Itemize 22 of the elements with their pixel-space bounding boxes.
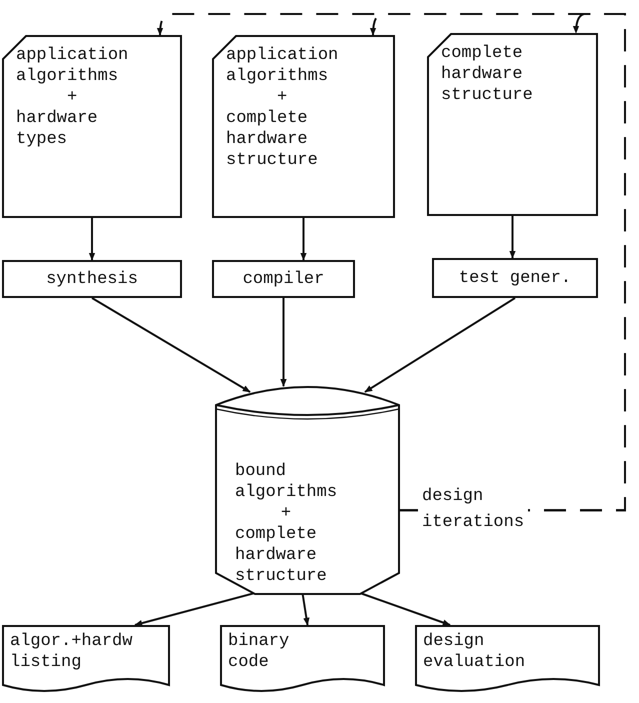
node-text: application algorithms + complete hardware structure (226, 45, 338, 171)
node-text: algor.+hardw listing (10, 631, 132, 673)
process-box (432, 258, 598, 298)
node-text: application algorithms + hardware types (16, 45, 128, 150)
node-text: design evaluation (423, 631, 526, 673)
node-text: binary code (228, 631, 290, 673)
arrow (280, 298, 287, 387)
arrow (91, 297, 251, 393)
node-text: test gener. (458, 268, 572, 288)
process-box (2, 260, 182, 298)
arrow (88, 218, 96, 261)
node-text: compiler (242, 268, 324, 290)
arrow (302, 592, 310, 626)
node-text: complete hardware structure (441, 43, 533, 106)
arrow (300, 218, 307, 261)
node-text: synthesis (46, 268, 138, 290)
arrow (360, 592, 451, 626)
arrow (364, 297, 516, 393)
node-text: bound algorithms + complete hardware structure (235, 461, 338, 587)
arrow (509, 216, 516, 259)
process-box (212, 260, 355, 298)
arrow (134, 592, 256, 626)
